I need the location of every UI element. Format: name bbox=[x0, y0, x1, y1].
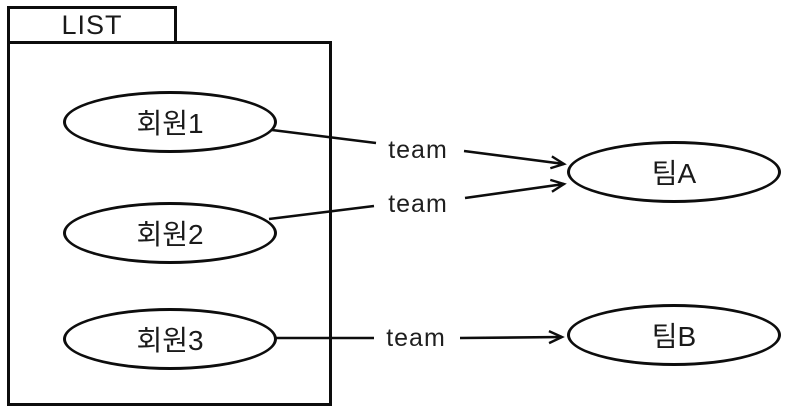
member-node-1: 회원1 bbox=[63, 91, 277, 153]
member-node-3: 회원3 bbox=[63, 308, 277, 370]
member-node-1-label: 회원1 bbox=[136, 108, 204, 139]
edge-label-team-2: team bbox=[378, 190, 458, 218]
edge-arrow-label-to-teamA-2 bbox=[464, 178, 567, 200]
team-node-a: 팀A bbox=[567, 141, 781, 203]
team-node-b-label: 팀B bbox=[651, 321, 697, 352]
package-title: LIST bbox=[61, 9, 123, 40]
team-node-b: 팀B bbox=[567, 304, 781, 366]
member-node-3-label: 회원3 bbox=[136, 325, 204, 356]
edge-label-team-3: team bbox=[376, 324, 456, 352]
edge-line-member2-to-label bbox=[268, 204, 375, 221]
edge-line-member1-to-label bbox=[271, 128, 377, 145]
team-node-a-label: 팀A bbox=[651, 158, 697, 189]
member-node-2: 회원2 bbox=[63, 202, 277, 264]
edge-label-team-1: team bbox=[378, 136, 458, 164]
edge-arrow-label-to-teamA-1 bbox=[463, 149, 567, 170]
member-node-2-label: 회원2 bbox=[136, 219, 204, 250]
package-tab: LIST bbox=[7, 6, 177, 44]
edge-arrow-label-to-teamB bbox=[459, 330, 565, 345]
